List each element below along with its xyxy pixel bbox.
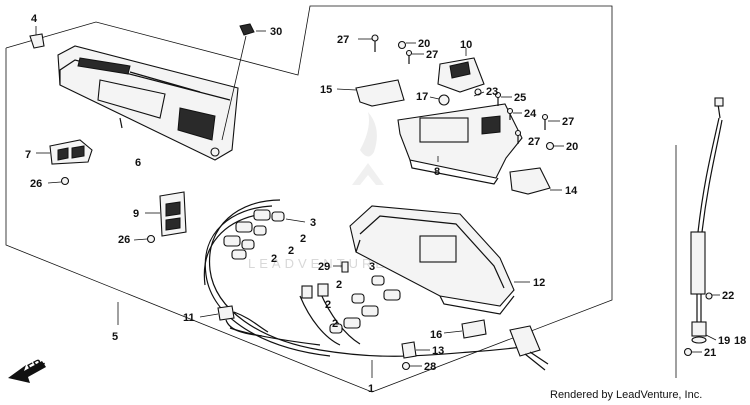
callout-27-c: 27 — [562, 116, 574, 128]
watermark-text: LEADVENTURE — [248, 256, 388, 271]
front-direction-arrow — [8, 361, 46, 383]
clamp-part-13 — [401, 341, 430, 359]
bracket-part-14 — [509, 167, 551, 195]
callout-12: 12 — [533, 277, 545, 289]
callout-21: 21 — [704, 347, 716, 359]
callout-13: 13 — [432, 345, 444, 357]
screw-part-28 — [401, 361, 422, 371]
callout-24: 24 — [524, 108, 537, 120]
indicator-lens-part-7 — [49, 139, 93, 165]
speedometer-cable — [683, 97, 724, 357]
callout-25: 25 — [514, 92, 526, 104]
callout-1: 1 — [368, 383, 374, 395]
callout-6: 6 — [135, 157, 141, 169]
callout-27-b: 27 — [426, 49, 438, 61]
screw-part-29 — [333, 261, 349, 273]
render-credit: Rendered by LeadVenture, Inc. — [550, 389, 702, 401]
callout-4: 4 — [31, 13, 38, 25]
speedometer-part-8 — [397, 103, 523, 185]
callout-2-a: 2 — [300, 233, 306, 245]
direction-label: FR. — [26, 356, 47, 375]
callout-28: 28 — [424, 361, 436, 373]
callout-15: 15 — [320, 84, 332, 96]
callout-30: 30 — [270, 26, 282, 38]
bulb-sockets-upper — [223, 209, 306, 260]
switch-part-9 — [159, 191, 187, 237]
grommet-part-4 — [29, 26, 45, 49]
callout-27-d: 27 — [528, 136, 540, 148]
callout-26-a: 26 — [30, 178, 42, 190]
callout-2-e: 2 — [325, 299, 331, 311]
callout-11: 11 — [183, 312, 195, 324]
harness-connector — [509, 325, 549, 371]
callout-3-a: 3 — [310, 217, 316, 229]
watermark-logo — [352, 112, 384, 185]
callout-17: 17 — [416, 91, 428, 103]
callout-27-a: 27 — [337, 34, 349, 46]
callout-2-f: 2 — [332, 318, 338, 330]
connector-b — [317, 283, 329, 297]
leader-16 — [443, 330, 463, 334]
callout-2-c: 2 — [271, 253, 277, 265]
meter-case-part-12 — [349, 205, 515, 315]
screw-part-25 — [494, 91, 512, 106]
callout-2-b: 2 — [288, 245, 294, 257]
washer-part-20-a — [397, 40, 416, 50]
screw-part-27-b — [405, 49, 424, 64]
lamp-wire-part-11 — [199, 305, 269, 337]
clip-part-16 — [461, 319, 487, 339]
callout-20-b: 20 — [566, 141, 578, 153]
callout-29: 29 — [318, 261, 330, 273]
meter-cover-part-6 — [57, 45, 239, 161]
callout-3-b: 3 — [369, 261, 375, 273]
callout-labels: 4 30 6 7 26 9 26 5 11 3 2 2 2 27 20 27 1… — [25, 13, 746, 395]
screw-part-26-b — [133, 234, 156, 244]
callout-7: 7 — [25, 149, 31, 161]
callout-22: 22 — [722, 290, 734, 302]
callout-18: 18 — [734, 335, 746, 347]
callout-14: 14 — [565, 185, 578, 197]
callout-9: 9 — [133, 208, 139, 220]
screw-part-26-a — [47, 176, 70, 186]
screw-part-27-a — [358, 34, 379, 52]
callout-19: 19 — [718, 335, 730, 347]
screw-part-27-c — [541, 113, 560, 130]
leader-15 — [336, 88, 357, 91]
bracket-part-15 — [355, 79, 405, 107]
drive-unit-part-10 — [437, 48, 485, 93]
screw-part-24 — [506, 107, 522, 120]
washer-part-20-b — [545, 141, 564, 151]
callout-20-a: 20 — [418, 38, 430, 50]
screw-part-27-d — [514, 129, 522, 144]
screw-part-23 — [473, 88, 485, 97]
callout-8: 8 — [434, 166, 440, 178]
callout-23: 23 — [486, 86, 498, 98]
bulb-sockets-lower — [329, 275, 401, 334]
connector-a — [301, 285, 313, 299]
assembly-outline — [5, 5, 613, 393]
callout-5: 5 — [112, 331, 118, 343]
callout-10: 10 — [460, 39, 472, 51]
callout-16: 16 — [430, 329, 442, 341]
callout-26-b: 26 — [118, 234, 130, 246]
nut-part-30 — [221, 23, 266, 141]
callout-2-d: 2 — [336, 279, 342, 291]
gear-part-17 — [429, 94, 450, 106]
